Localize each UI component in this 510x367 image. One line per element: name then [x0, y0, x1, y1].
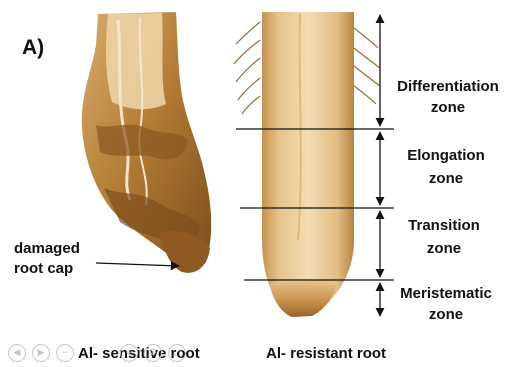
meristematic-zone-label-line2: zone — [386, 306, 506, 323]
damaged-root-cap-label-line2: root cap — [14, 260, 73, 277]
transition-zone-label-line1: Transition — [384, 217, 504, 234]
differentiation-zone-label-line1: Differentiation — [388, 78, 508, 95]
zoom-in-icon[interactable]: + — [120, 344, 138, 362]
differentiation-zone-label-line2: zone — [388, 99, 508, 116]
resistant-root-illustration — [234, 12, 380, 317]
fullscreen-icon[interactable]: ⤢ — [168, 344, 186, 362]
previous-icon[interactable]: ◀ — [8, 344, 26, 362]
resistant-root-caption: Al- resistant root — [266, 345, 386, 362]
sensitive-root-illustration — [82, 12, 211, 273]
elongation-zone-label-line2: zone — [386, 170, 506, 187]
settings-icon[interactable]: ⚙ — [144, 344, 162, 362]
next-icon[interactable]: ▶ — [32, 344, 50, 362]
meristematic-zone-label-line1: Meristematic — [386, 285, 506, 302]
damaged-root-cap-arrow — [96, 263, 179, 266]
transition-zone-label-line2: zone — [384, 240, 504, 257]
zoom-out-icon[interactable]: − — [56, 344, 74, 362]
resistant-root-tip — [270, 280, 336, 317]
damaged-root-cap-label-line1: damaged — [14, 240, 80, 257]
panel-label: A) — [22, 36, 44, 60]
resistant-root-body — [262, 12, 354, 316]
elongation-zone-label-line1: Elongation — [386, 147, 506, 164]
sensitive-root-highlight — [106, 13, 166, 109]
